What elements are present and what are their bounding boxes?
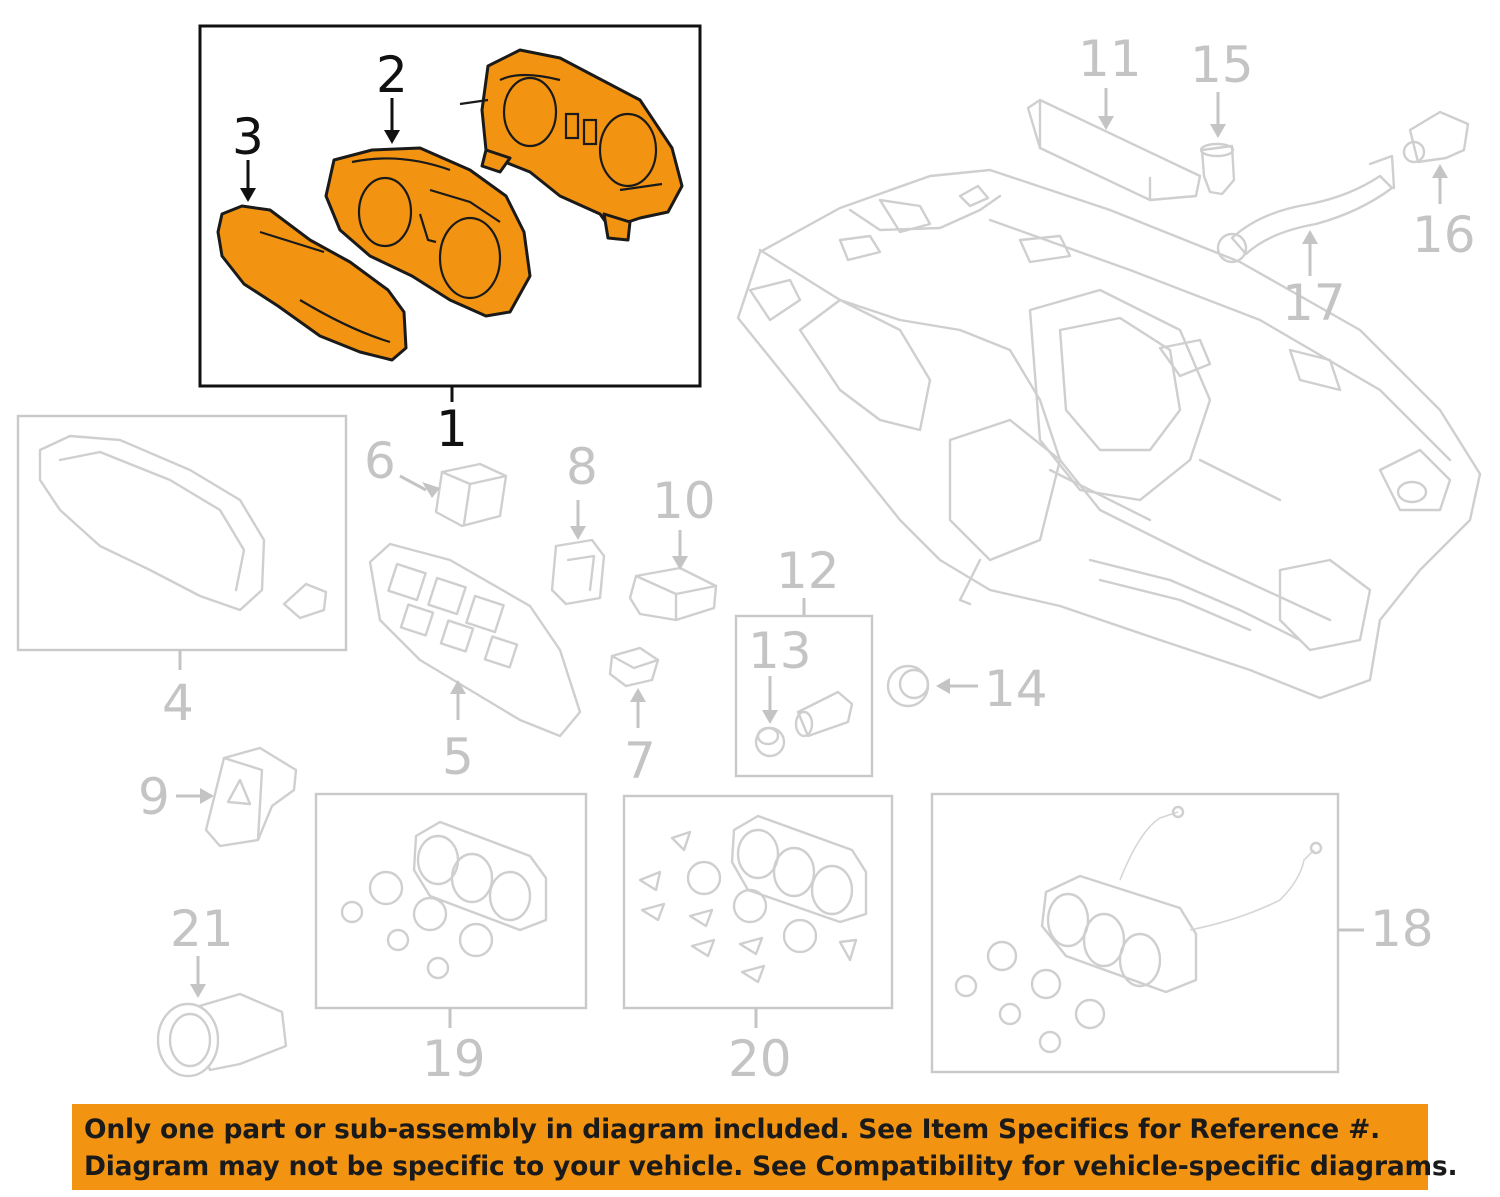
callout-2: 2	[376, 46, 408, 104]
instrument-cluster-assembly[interactable]	[198, 24, 702, 402]
callout-10: 10	[652, 472, 716, 530]
cluster-case[interactable]	[459, 48, 684, 242]
item-18-climate-control[interactable]	[930, 792, 1364, 1074]
item-6-switch[interactable]	[399, 462, 508, 528]
callout-4: 4	[162, 674, 194, 732]
cluster-meter-body[interactable]	[324, 146, 532, 318]
item-20-climate-control[interactable]	[622, 794, 894, 1028]
item-7-clip[interactable]	[608, 646, 660, 728]
callout-21: 21	[170, 900, 234, 958]
item-14-plug[interactable]	[886, 664, 978, 708]
item-15-sensor[interactable]	[1199, 92, 1236, 196]
dashboard-panel	[736, 168, 1482, 700]
item-12-socket-assembly[interactable]	[734, 598, 874, 778]
callout-16: 16	[1412, 206, 1476, 264]
callout-9: 9	[138, 768, 170, 826]
callout-19: 19	[422, 1030, 486, 1088]
cluster-lens[interactable]	[216, 204, 408, 362]
callout-7: 7	[624, 732, 656, 790]
item-5-switch-panel[interactable]	[368, 542, 582, 738]
disclaimer-line-1: Only one part or sub-assembly in diagram…	[84, 1114, 1380, 1145]
item-17-aspirator-hose[interactable]	[1216, 154, 1396, 276]
assembly-box-1	[198, 24, 702, 388]
callout-5: 5	[442, 728, 474, 786]
item-16-sensor[interactable]	[1402, 110, 1470, 204]
item-9-hazard-switch[interactable]	[176, 746, 298, 848]
callout-20: 20	[728, 1030, 792, 1088]
item-19-climate-control[interactable]	[314, 792, 588, 1028]
disclaimer-line-2: Diagram may not be specific to your vehi…	[84, 1151, 1458, 1182]
callout-12: 12	[776, 542, 840, 600]
callout-18: 18	[1370, 900, 1434, 958]
callout-8: 8	[566, 438, 598, 496]
callout-11: 11	[1078, 30, 1142, 88]
disclaimer-banner: Only one part or sub-assembly in diagram…	[72, 1104, 1458, 1190]
item-21-socket[interactable]	[156, 956, 288, 1078]
callout-3: 3	[232, 108, 264, 166]
item-4-cluster-cover[interactable]	[16, 414, 348, 670]
callout-14: 14	[984, 660, 1048, 718]
item-8-switch[interactable]	[550, 500, 606, 606]
item-11-display-unit[interactable]	[1026, 88, 1202, 202]
callout-15: 15	[1190, 36, 1254, 94]
item-10-switch[interactable]	[628, 530, 718, 622]
callout-13: 13	[748, 622, 812, 680]
callout-6: 6	[364, 432, 396, 490]
callout-17: 17	[1282, 274, 1346, 332]
callout-1: 1	[436, 400, 468, 458]
